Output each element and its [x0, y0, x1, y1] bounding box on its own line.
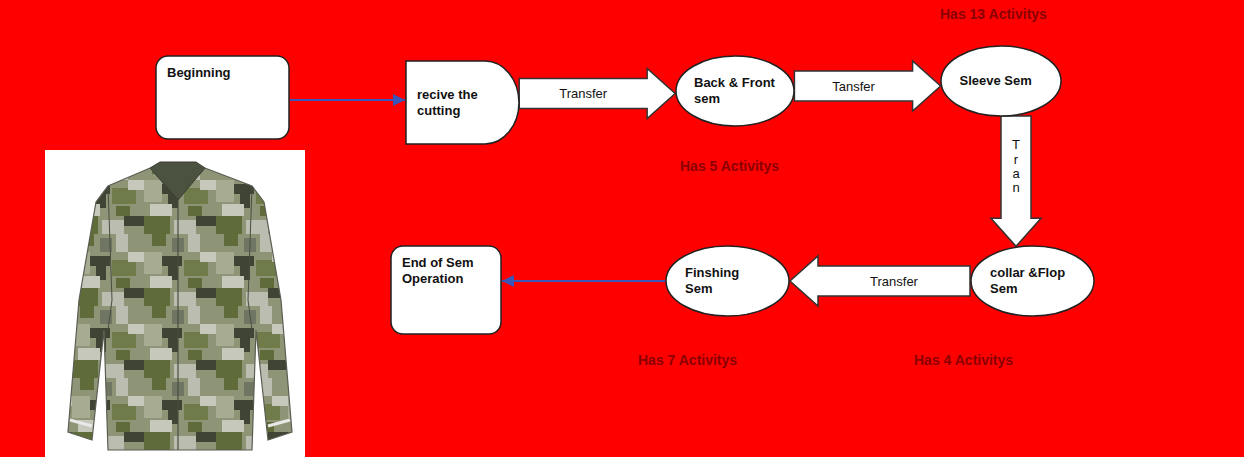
node-label: recive the cutting — [417, 87, 487, 119]
node-label: Back & Front sem — [694, 75, 776, 107]
rounded-rect — [391, 246, 501, 334]
block-arrow — [991, 116, 1041, 246]
node-body: Finshing Sem — [685, 265, 770, 297]
process-circle: Finshing Sem — [665, 245, 790, 317]
rounded-rect — [156, 56, 289, 139]
node-body: Beginning — [167, 65, 280, 81]
activity-note: Has 7 Activitys — [638, 352, 737, 369]
circle-shape — [666, 246, 789, 316]
shirt-collar — [150, 162, 205, 200]
flow-arrow — [290, 99, 405, 101]
node-label: End of Sem Operation — [402, 255, 492, 287]
delay-box: recive the cutting — [405, 60, 520, 145]
block-arrow — [519, 69, 675, 119]
activity-note: Has 13 Activitys — [940, 6, 1047, 23]
process-circle: Sleeve Sem — [940, 45, 1062, 117]
process-circle-outline — [970, 245, 1095, 317]
shirt-body — [68, 168, 292, 450]
node-body: Back & Front sem — [694, 75, 776, 107]
circle-shape — [971, 246, 1094, 316]
flow-arrow — [502, 280, 665, 282]
node-label: Sleeve Sem — [960, 73, 1043, 89]
node-label: Beginning — [167, 65, 280, 81]
sleeve-cuff — [70, 420, 290, 426]
process-circle-outline — [665, 245, 790, 317]
edge-label: Tran — [1011, 138, 1022, 195]
picture-panel — [45, 150, 305, 457]
sleeve-seam — [108, 186, 252, 330]
terminal-box: Beginning — [155, 55, 290, 140]
process-circle-outline — [675, 55, 795, 127]
delay-shape — [406, 61, 519, 144]
node-label: Finshing Sem — [685, 265, 770, 297]
edge-label: Transfer — [868, 274, 920, 289]
activity-note: Has 4 Activitys — [914, 352, 1013, 369]
node-body: recive the cutting — [417, 87, 487, 119]
edge-label: Transfer — [557, 86, 609, 101]
block-arrow — [794, 61, 940, 111]
activity-note: Has 5 Activitys — [680, 158, 779, 175]
process-circle: collar &Flop Sem — [970, 245, 1095, 317]
shirt-placket — [177, 200, 178, 450]
block-arrow — [790, 256, 970, 306]
circle-shape — [941, 46, 1061, 116]
circle-shape — [676, 56, 794, 126]
process-circle: Back & Front sem — [675, 55, 795, 127]
edge-label: Tansfer — [830, 79, 877, 94]
node-body: Sleeve Sem — [960, 73, 1043, 89]
node-body: collar &Flop Sem — [990, 265, 1075, 297]
node-body: End of Sem Operation — [402, 255, 492, 287]
terminal-box: End of Sem Operation — [390, 245, 502, 335]
node-label: collar &Flop Sem — [990, 265, 1075, 297]
